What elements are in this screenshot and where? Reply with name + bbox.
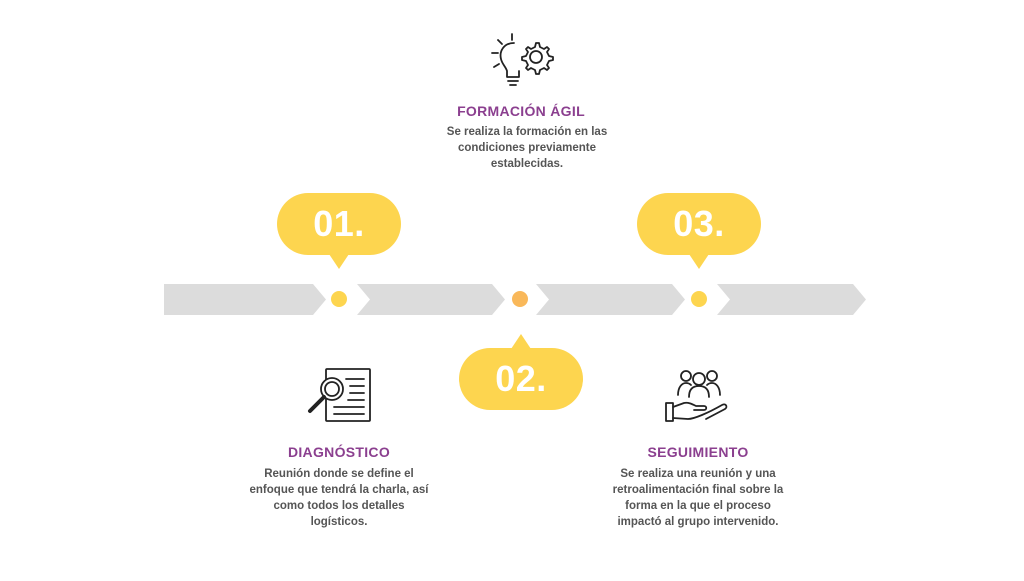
step-1-number: 01.	[313, 203, 365, 244]
timeline-dot-2	[512, 291, 528, 307]
step-3-number: 03.	[673, 203, 725, 244]
step-3-title: SEGUIMIENTO	[647, 444, 749, 460]
document-search-icon	[308, 368, 371, 422]
step-2-title: FORMACIÓN ÁGIL	[457, 103, 585, 119]
lightbulb-gear-icon	[491, 33, 554, 86]
step-2-description: Se realiza la formación en las condicion…	[446, 126, 608, 170]
step-3-description: Se realiza una reunión y una retroalimen…	[612, 468, 784, 528]
step-1-description: Reunión donde se define el enfoque que t…	[249, 468, 429, 528]
timeline-arrow-4	[717, 284, 866, 315]
group-hand-icon	[665, 370, 728, 422]
timeline-arrow-1	[164, 284, 326, 315]
timeline-arrow-3	[536, 284, 685, 315]
timeline-dot-1	[331, 291, 347, 307]
step-2-number-bubble: 02.	[459, 334, 583, 410]
timeline-arrow-2	[357, 284, 505, 315]
step-1-number-bubble: 01.	[277, 193, 401, 269]
step-1-title: DIAGNÓSTICO	[287, 444, 391, 460]
step-3-number-bubble: 03.	[637, 193, 761, 269]
step-2-number: 02.	[495, 358, 547, 399]
timeline-dot-3	[691, 291, 707, 307]
